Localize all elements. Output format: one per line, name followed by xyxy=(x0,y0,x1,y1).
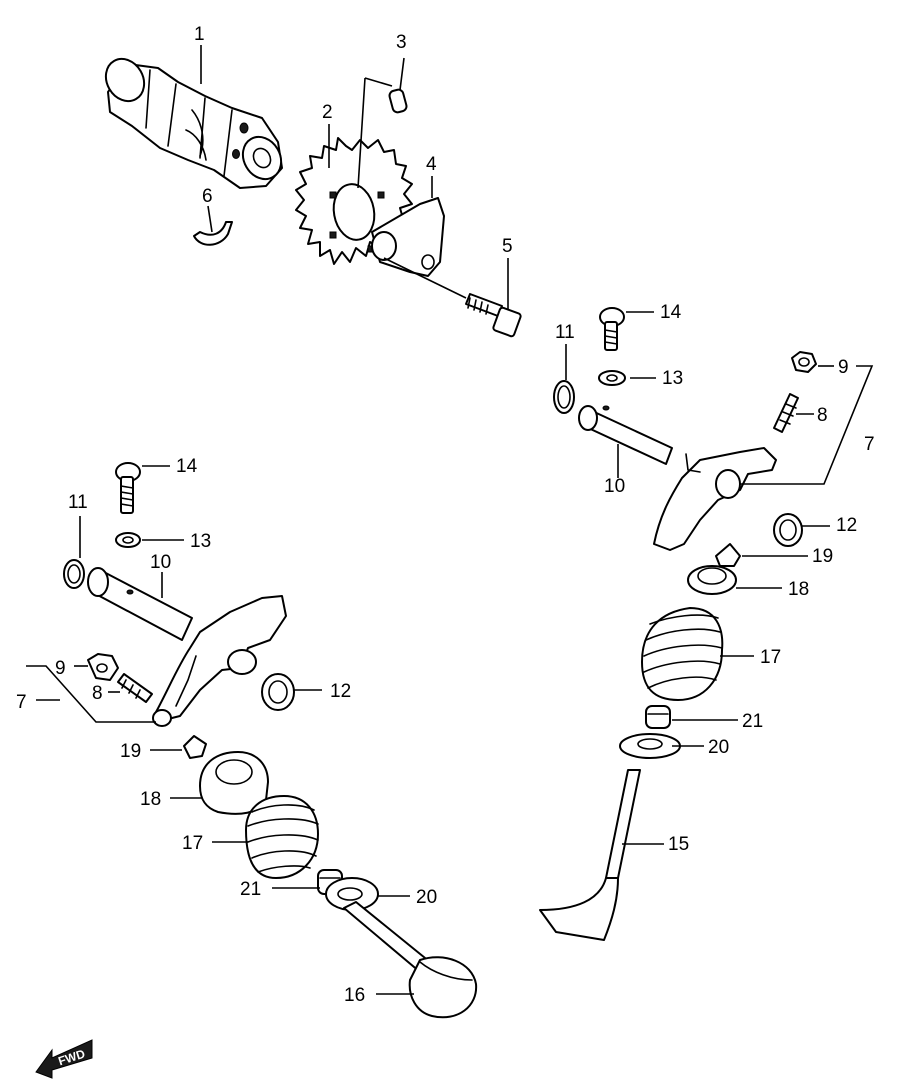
callout-5: 5 xyxy=(502,236,513,257)
callout-18-right: 18 xyxy=(788,579,809,600)
callout-13-left: 13 xyxy=(190,531,211,552)
callout-8-right: 8 xyxy=(817,405,828,426)
callout-17-left: 17 xyxy=(182,833,203,854)
retaining-clip xyxy=(193,205,233,246)
callout-19-left: 19 xyxy=(120,741,141,762)
callout-21-right: 21 xyxy=(742,711,763,732)
callout-13-right: 13 xyxy=(662,368,683,389)
callout-14-right: 14 xyxy=(660,302,682,323)
callout-12-left: 12 xyxy=(330,681,351,702)
callout-20-left: 20 xyxy=(416,887,437,908)
callout-20-right: 20 xyxy=(708,737,729,758)
callout-14-left: 14 xyxy=(176,456,198,477)
callout-1: 1 xyxy=(194,24,205,45)
callout-12-right: 12 xyxy=(836,515,857,536)
callout-17-right: 17 xyxy=(760,647,781,668)
fwd-label: FWD xyxy=(56,1047,87,1069)
callout-3: 3 xyxy=(396,32,407,53)
sprocket-plate xyxy=(371,176,445,277)
callout-2: 2 xyxy=(322,102,333,123)
callout-4: 4 xyxy=(426,154,437,175)
callout-16: 16 xyxy=(344,985,365,1006)
callout-18-left: 18 xyxy=(140,789,161,810)
callout-10-left: 10 xyxy=(150,552,171,573)
callout-labels: 1 2 3 4 5 6 14 11 13 9 8 7 10 12 19 18 1… xyxy=(16,24,875,1006)
forward-direction-arrow: FWD xyxy=(35,1039,93,1079)
callout-9-right: 9 xyxy=(838,357,849,378)
callout-15: 15 xyxy=(668,834,689,855)
callout-11-right: 11 xyxy=(555,322,575,343)
callout-19-right: 19 xyxy=(812,546,833,567)
callout-7-left: 7 xyxy=(16,692,27,713)
left-rocker-assembly xyxy=(26,462,478,1019)
callout-21-left: 21 xyxy=(240,879,261,900)
callout-10-right: 10 xyxy=(604,476,625,497)
callout-6: 6 xyxy=(202,186,213,207)
dowel-pin xyxy=(357,57,408,189)
sprocket-bolt xyxy=(383,257,522,338)
callout-9-left: 9 xyxy=(55,658,66,679)
callout-8-left: 8 xyxy=(92,683,103,704)
callout-7-right: 7 xyxy=(864,434,875,455)
camshaft xyxy=(104,57,283,189)
right-rocker-assembly xyxy=(539,307,874,941)
callout-11-left: 11 xyxy=(68,492,88,513)
